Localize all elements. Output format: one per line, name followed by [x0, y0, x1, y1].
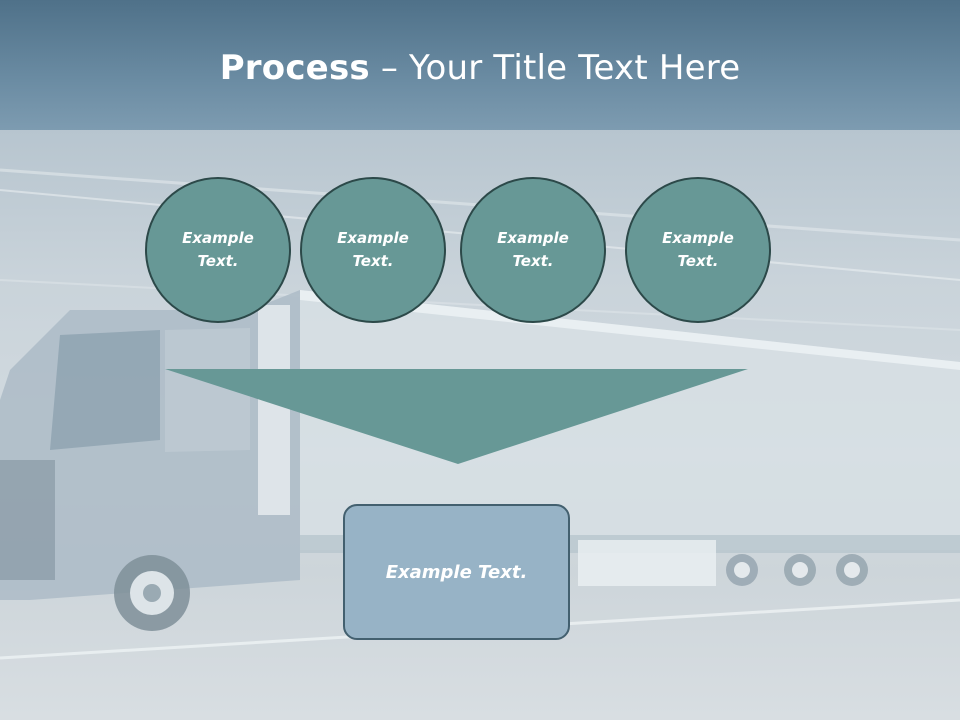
process-circle-4: Example Text. [625, 177, 771, 323]
header-band [0, 0, 960, 135]
process-circle-label: Example Text. [497, 229, 569, 270]
process-circle-1: Example Text. [145, 177, 291, 323]
process-circle-2: Example Text. [300, 177, 446, 323]
funnel-triangle [165, 369, 748, 464]
result-label: Example Text. [385, 561, 528, 583]
process-circle-label: Example Text. [662, 229, 734, 270]
result-box: Example Text. [343, 504, 570, 640]
title-rest: – Your Title Text Here [369, 48, 741, 88]
truck-highway-background-image [0, 168, 960, 660]
process-circle-3: Example Text. [460, 177, 606, 323]
title-bold: Process [219, 48, 370, 88]
slide-title: Process – Your Title Text Here [0, 48, 960, 88]
process-circle-label: Example Text. [182, 229, 254, 270]
process-circle-label: Example Text. [337, 229, 409, 270]
